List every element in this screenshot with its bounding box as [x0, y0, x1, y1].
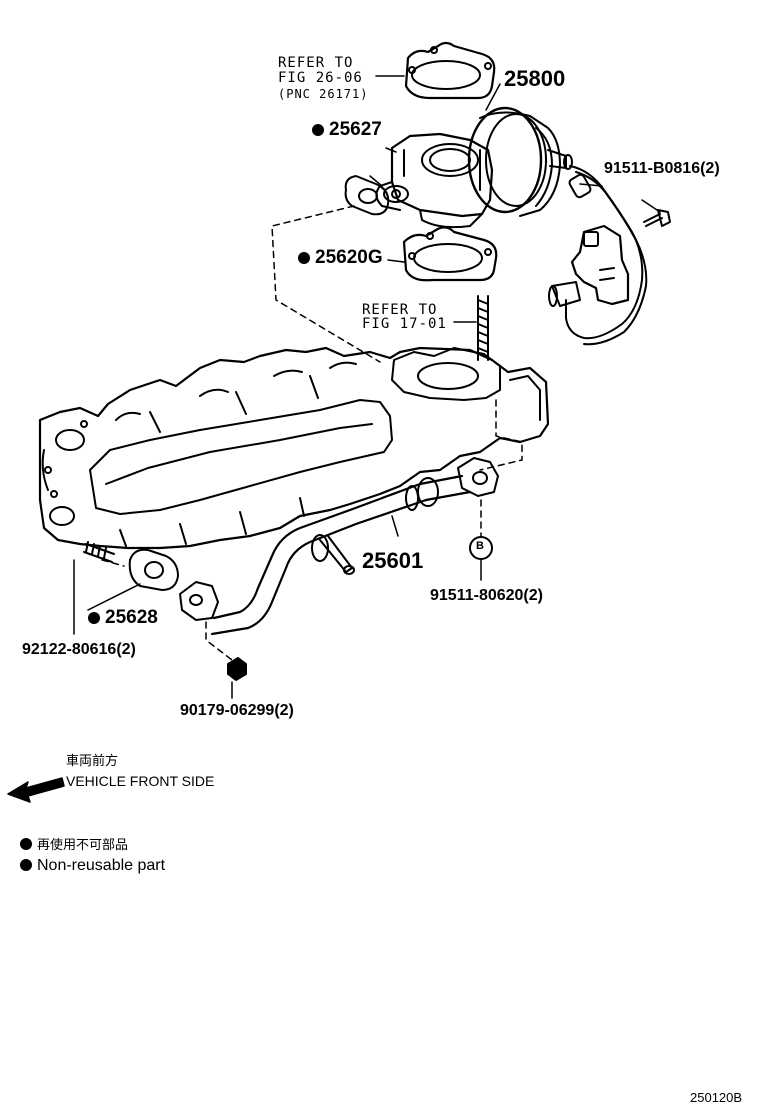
- stud-bolt-drawing: [477, 295, 489, 361]
- gasket-25627-drawing: [344, 175, 390, 216]
- bolt-91511-b0816-drawing: [643, 209, 671, 227]
- installation-dashed-lines: [101, 205, 523, 661]
- gasket-25620g-drawing: [402, 226, 498, 282]
- marker-b-label: B: [476, 540, 484, 552]
- vacuum-hose-and-vsv-drawing: [548, 165, 648, 346]
- part-number-91511-80620: 91511-80620(2): [430, 587, 543, 604]
- refer-fig-26-06-line3: (PNC 26171): [278, 87, 369, 101]
- front-direction-arrow: [7, 777, 65, 803]
- part-number-25800: 25800: [504, 66, 566, 91]
- egr-pipe-drawing: [179, 457, 499, 636]
- part-number-25620g: 25620G: [298, 248, 383, 267]
- part-number-25628: 25628: [88, 608, 158, 627]
- stud-92122-drawing: [83, 541, 115, 563]
- refer-fig-26-06-line2: FIG 26-06: [278, 70, 363, 86]
- egr-valve-drawing: [375, 106, 573, 229]
- nut-90179-drawing: [227, 657, 247, 681]
- part-number-25627: 25627: [312, 120, 382, 139]
- figure-code: 250120B: [690, 1090, 743, 1105]
- front-side-label-jp: 車両前方: [66, 753, 119, 768]
- marker-b-circle: [469, 536, 493, 560]
- refer-fig-17-01-line2: FIG 17-01: [362, 316, 447, 332]
- legend-non-reusable-en: Non-reusable part: [20, 858, 165, 874]
- intake-manifold-drawing: [38, 346, 550, 550]
- leader-lines: [73, 75, 661, 699]
- part-number-92122-80616: 92122-80616(2): [22, 641, 136, 658]
- refer-fig-17-01-line1: REFER TO: [362, 302, 438, 318]
- part-number-90179-06299: 90179-06299(2): [180, 702, 294, 719]
- upper-gasket-drawing: [404, 41, 496, 100]
- part-number-91511-b0816: 91511-B0816(2): [604, 160, 720, 177]
- part-number-25601: 25601: [362, 548, 424, 573]
- front-side-label-en: VEHICLE FRONT SIDE: [66, 773, 215, 789]
- gasket-25628-drawing: [128, 548, 179, 591]
- refer-fig-26-06-line1: REFER TO: [278, 55, 354, 71]
- legend-non-reusable-jp: 再使用不可部品: [20, 838, 128, 851]
